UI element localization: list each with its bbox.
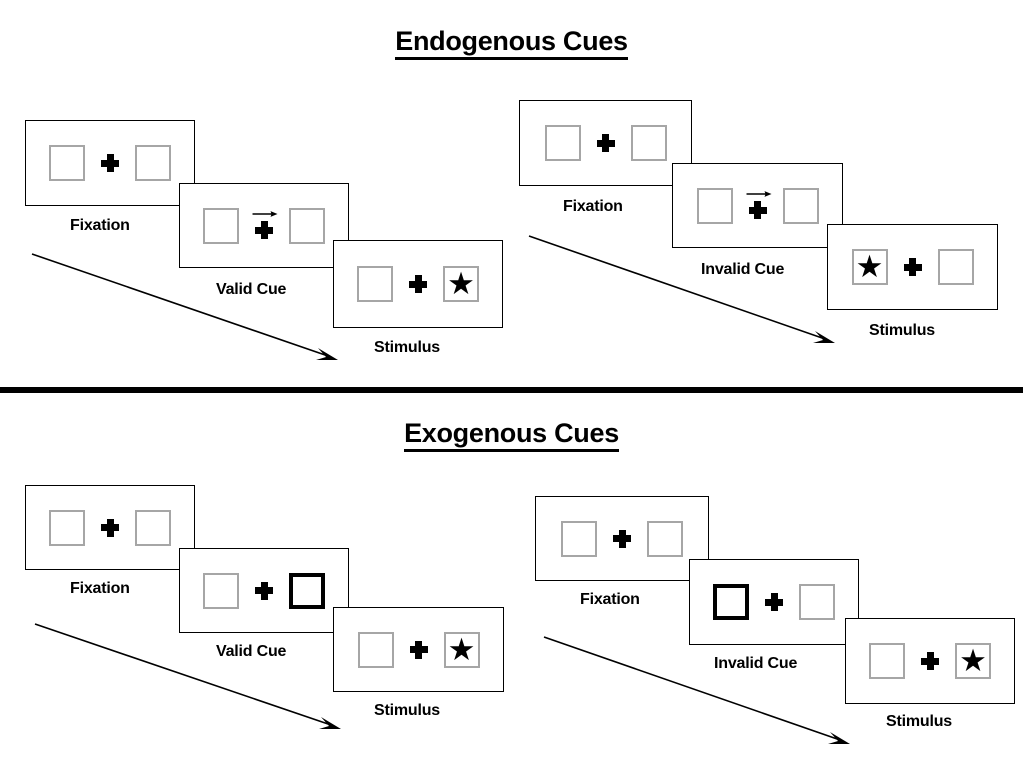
flow-arrow-exogenous-valid-icon	[34, 623, 341, 729]
frame-endogenous-invalid-cue	[672, 163, 843, 248]
right-box	[782, 187, 819, 224]
frame-exogenous-valid-stimulus: ★	[333, 607, 504, 692]
caption-endogenous-valid-stimulus: Stimulus	[374, 339, 440, 356]
left-box	[357, 631, 394, 668]
star-icon: ★	[447, 631, 476, 667]
frame-endogenous-valid-fixation	[25, 120, 195, 206]
caption-endogenous-invalid-cue: Invalid Cue	[701, 261, 785, 278]
frame-endogenous-valid-stimulus: ★	[333, 240, 503, 328]
frame-exogenous-invalid-stimulus: ★	[845, 618, 1015, 704]
caption-exogenous-valid-cue: Valid Cue	[216, 643, 287, 660]
caption-exogenous-valid-stimulus: Stimulus	[374, 702, 440, 719]
fixation-cross-icon	[919, 641, 941, 681]
fixation-cross-icon	[252, 206, 278, 246]
frame-endogenous-invalid-stimulus: ★	[827, 224, 998, 310]
fixation-cross-icon	[902, 247, 924, 287]
section-title-exogenous-text: Exogenous Cues	[404, 418, 619, 452]
flow-arrow-endogenous-valid-icon	[31, 253, 338, 360]
arrow-right-icon	[252, 210, 278, 217]
right-box: ★	[955, 643, 991, 679]
section-title-endogenous-text: Endogenous Cues	[395, 26, 628, 60]
section-divider	[0, 387, 1023, 393]
fixation-cross-icon	[408, 630, 430, 670]
frame-endogenous-valid-cue	[179, 183, 349, 268]
caption-exogenous-invalid-fixation: Fixation	[580, 591, 640, 608]
caption-endogenous-valid-fixation: Fixation	[70, 217, 130, 234]
fixation-cross-icon	[763, 582, 785, 622]
left-box	[203, 572, 239, 609]
fixation-cross-icon	[595, 123, 617, 163]
frame-endogenous-invalid-fixation	[519, 100, 692, 186]
right-box	[937, 249, 974, 285]
left-box	[357, 266, 393, 302]
frame-exogenous-invalid-cue	[689, 559, 859, 645]
left-box	[203, 207, 239, 244]
frame-exogenous-invalid-fixation	[535, 496, 709, 581]
star-icon: ★	[959, 643, 987, 678]
right-box	[647, 520, 683, 557]
left-box-cued	[713, 584, 749, 620]
left-box	[544, 125, 581, 161]
caption-exogenous-invalid-cue: Invalid Cue	[714, 655, 798, 672]
section-title-exogenous: Exogenous Cues	[0, 418, 1023, 452]
caption-endogenous-valid-cue: Valid Cue	[216, 281, 287, 298]
star-icon: ★	[855, 249, 884, 284]
right-box	[799, 584, 835, 620]
right-box: ★	[443, 631, 480, 668]
caption-endogenous-invalid-fixation: Fixation	[563, 198, 623, 215]
right-box	[289, 207, 325, 244]
left-box: ★	[851, 249, 888, 285]
right-box: ★	[443, 266, 479, 302]
frame-exogenous-valid-cue	[179, 548, 349, 633]
fixation-cross-icon	[407, 264, 429, 304]
right-box	[135, 509, 171, 546]
left-box	[49, 145, 85, 181]
fixation-cross-icon	[611, 519, 633, 559]
left-box	[696, 187, 733, 224]
flow-arrow-exogenous-invalid-icon	[543, 636, 850, 744]
right-box	[630, 125, 667, 161]
section-title-endogenous: Endogenous Cues	[0, 26, 1023, 60]
right-box	[135, 145, 171, 181]
caption-exogenous-invalid-stimulus: Stimulus	[886, 713, 952, 730]
flow-arrow-endogenous-invalid-icon	[528, 235, 835, 343]
left-box	[869, 643, 905, 679]
left-box	[49, 509, 85, 546]
fixation-cross-icon	[253, 571, 275, 611]
left-box	[561, 520, 597, 557]
right-box-cued	[289, 572, 325, 609]
fixation-cross-icon	[746, 186, 772, 226]
arrow-right-icon	[746, 190, 772, 197]
caption-exogenous-valid-fixation: Fixation	[70, 580, 130, 597]
caption-endogenous-invalid-stimulus: Stimulus	[869, 322, 935, 339]
fixation-cross-icon	[99, 508, 121, 548]
fixation-cross-icon	[99, 143, 121, 183]
star-icon: ★	[447, 266, 475, 301]
frame-exogenous-valid-fixation	[25, 485, 195, 570]
